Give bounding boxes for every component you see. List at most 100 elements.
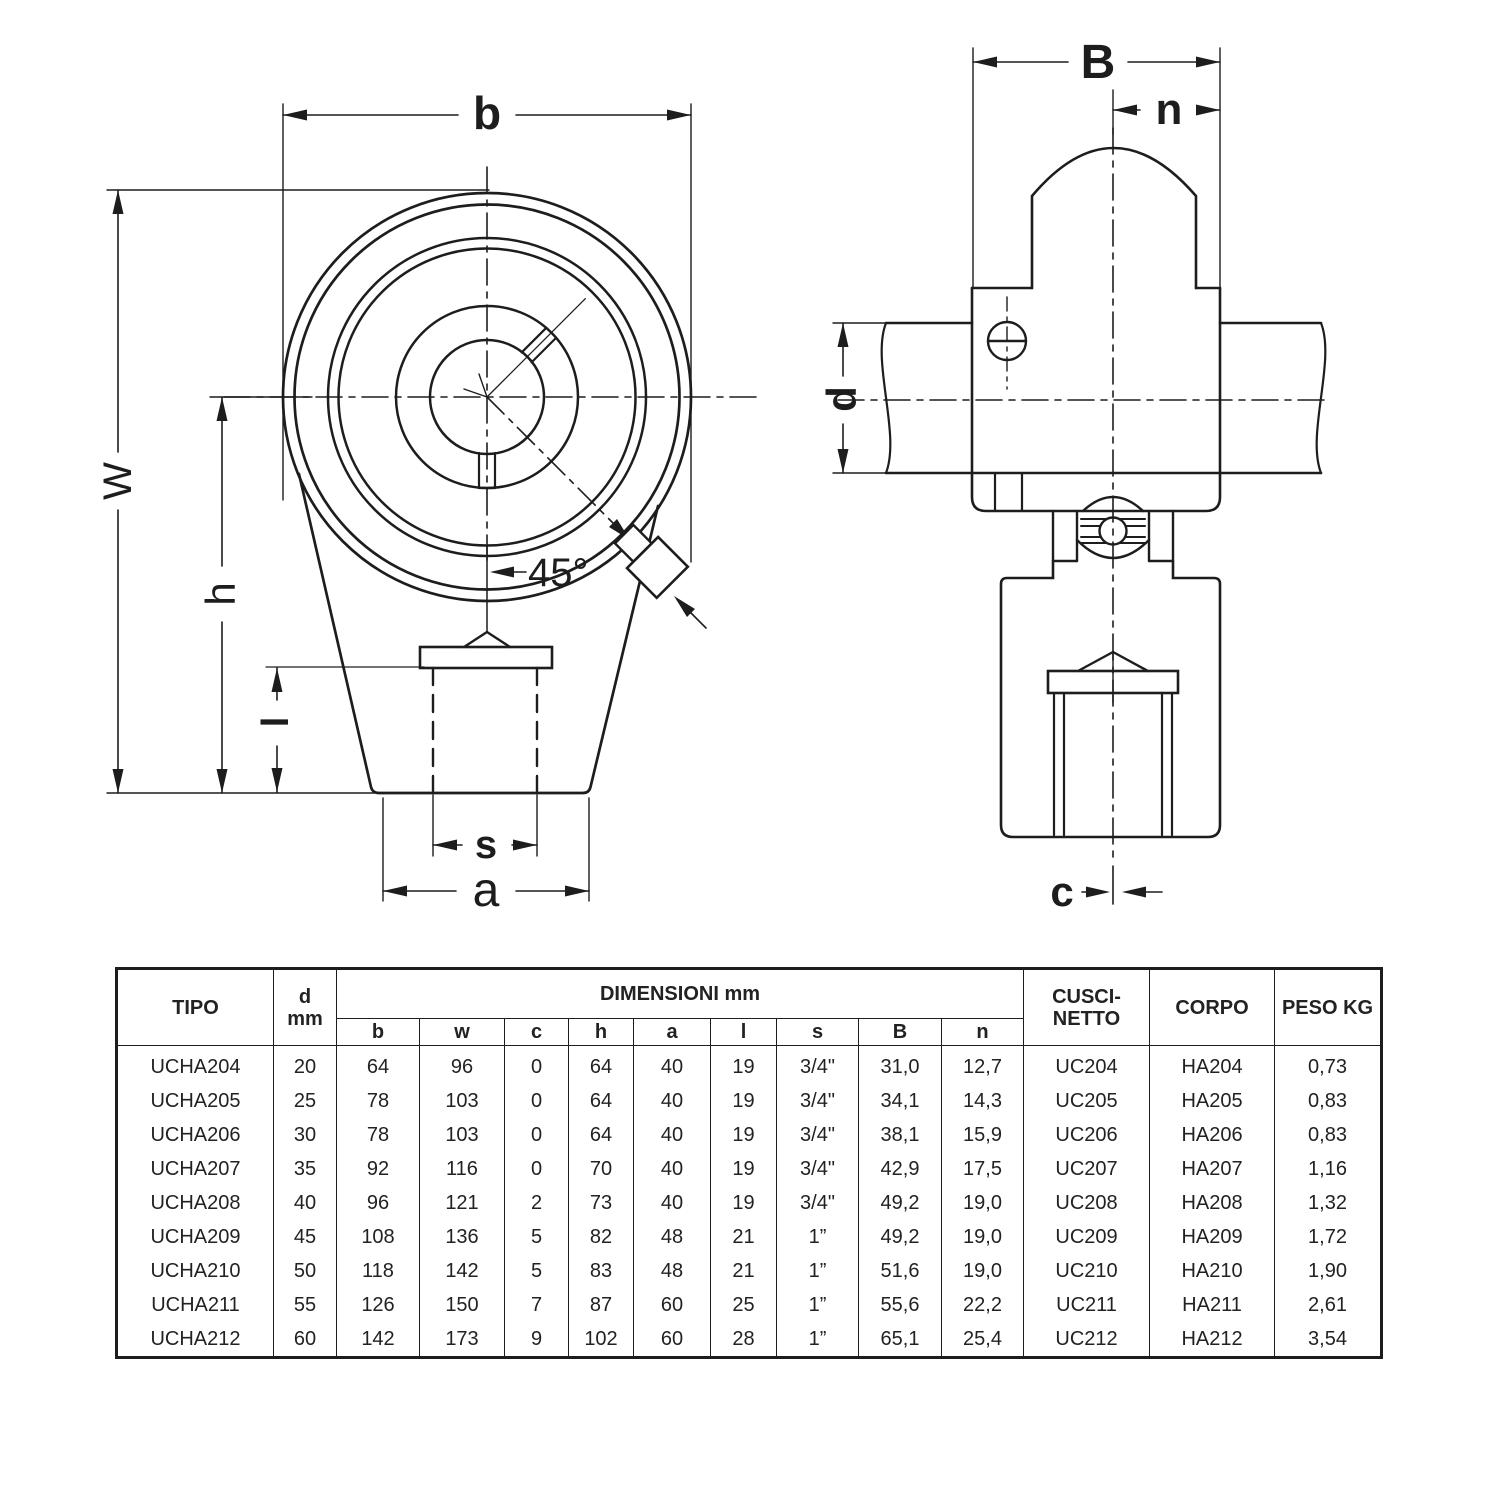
cell-l: 19 [710, 1084, 777, 1118]
header-dim-s: s [776, 1018, 859, 1046]
dimension-l: l [255, 666, 425, 793]
header-dim-n: n [940, 1018, 1025, 1046]
cell-B: 38,1 [858, 1118, 942, 1152]
header-dim-w: w [419, 1018, 505, 1046]
cell-l: 28 [710, 1322, 777, 1358]
header-dim-h: h [568, 1018, 634, 1046]
header-cuscinetto: CUSCI- NETTO [1023, 968, 1151, 1046]
header-peso: PESO KG [1274, 968, 1383, 1046]
cell-B: 42,9 [858, 1152, 942, 1186]
cell-c: 9 [504, 1322, 569, 1358]
drill-cone [462, 630, 512, 649]
shaft [880, 321, 1327, 475]
set-screw-slot [486, 298, 586, 398]
cell-tipo: UCHA207 [116, 1152, 274, 1186]
cell-s: 3/4" [776, 1084, 859, 1118]
cell-b: 78 [336, 1084, 420, 1118]
dimension-W: W [96, 189, 490, 794]
cell-w: 103 [419, 1118, 505, 1152]
cell-n: 19,0 [940, 1220, 1025, 1254]
cell-d: 25 [273, 1084, 337, 1118]
header-tipo: TIPO [116, 968, 274, 1046]
cell-h: 64 [568, 1118, 634, 1152]
side-view-centerlines [837, 127, 1329, 861]
hanger-body-outline [297, 472, 660, 795]
cell-peso: 3,54 [1274, 1322, 1383, 1358]
cell-b: 64 [336, 1045, 420, 1084]
cell-B: 55,6 [858, 1288, 942, 1322]
set-screw [986, 296, 1028, 512]
cell-c: 0 [504, 1084, 569, 1118]
dimension-c-label: c [1050, 868, 1073, 915]
cell-s: 3/4" [776, 1152, 859, 1186]
inner-ring-sleeve [1030, 146, 1198, 290]
cell-n: 12,7 [940, 1045, 1025, 1084]
dimension-b-label: b [473, 87, 501, 139]
dimension-W-label: W [96, 462, 140, 500]
locking-collar [970, 286, 1222, 513]
cell-s: 1” [776, 1322, 859, 1358]
cell-h: 64 [568, 1045, 634, 1084]
angle-vertex-mark [463, 373, 488, 398]
cell-B: 49,2 [858, 1186, 942, 1220]
cell-cuscinetto: UC207 [1023, 1152, 1151, 1186]
cell-peso: 1,32 [1274, 1186, 1383, 1220]
dimension-d: d [818, 322, 893, 474]
cell-B: 34,1 [858, 1084, 942, 1118]
dimension-a-label: a [473, 864, 500, 917]
cell-c: 5 [504, 1254, 569, 1288]
cell-d: 20 [273, 1045, 337, 1084]
cell-tipo: UCHA210 [116, 1254, 274, 1288]
cell-corpo: HA210 [1149, 1254, 1276, 1288]
cell-b: 118 [336, 1254, 420, 1288]
cell-cuscinetto: UC211 [1023, 1288, 1151, 1322]
cell-corpo: HA204 [1149, 1045, 1276, 1084]
cell-corpo: HA212 [1149, 1322, 1276, 1358]
cell-s: 3/4" [776, 1118, 859, 1152]
cell-c: 7 [504, 1288, 569, 1322]
cell-l: 19 [710, 1118, 777, 1152]
table-row: UCHA204 20 64 96 0 64 40 19 3/4" 31,0 12… [116, 1045, 1383, 1084]
cell-c: 2 [504, 1186, 569, 1220]
side-housing-body [999, 559, 1222, 839]
side-drill-cone [1076, 650, 1150, 673]
cell-w: 121 [419, 1186, 505, 1220]
angle-callout: 45° [490, 551, 589, 595]
cell-peso: 1,72 [1274, 1220, 1383, 1254]
cell-c: 0 [504, 1045, 569, 1084]
cell-b: 78 [336, 1118, 420, 1152]
cell-b: 108 [336, 1220, 420, 1254]
cell-c: 5 [504, 1220, 569, 1254]
dimension-h-label: h [197, 582, 244, 605]
cell-w: 116 [419, 1152, 505, 1186]
cell-a: 40 [633, 1118, 711, 1152]
cell-c: 0 [504, 1152, 569, 1186]
cell-cuscinetto: UC205 [1023, 1084, 1151, 1118]
cell-tipo: UCHA212 [116, 1322, 274, 1358]
cell-w: 136 [419, 1220, 505, 1254]
cell-corpo: HA208 [1149, 1186, 1276, 1220]
dimension-B-label: B [1081, 36, 1116, 89]
dimension-s-label: s [475, 823, 497, 867]
cell-B: 31,0 [858, 1045, 942, 1084]
table-row: UCHA211 55 126 150 7 87 60 25 1” 55,6 22… [116, 1288, 1383, 1322]
dimension-h: h [197, 396, 313, 794]
cell-h: 102 [568, 1322, 634, 1358]
cell-w: 173 [419, 1322, 505, 1358]
grease-axis-centerline [486, 396, 631, 541]
cell-s: 3/4" [776, 1186, 859, 1220]
cell-tipo: UCHA206 [116, 1118, 274, 1152]
cell-corpo: HA207 [1149, 1152, 1276, 1186]
cell-l: 19 [710, 1045, 777, 1084]
cell-b: 142 [336, 1322, 420, 1358]
cell-h: 83 [568, 1254, 634, 1288]
header-corpo: CORPO [1149, 968, 1276, 1046]
table-row: UCHA205 25 78 103 0 64 40 19 3/4" 34,1 1… [116, 1084, 1383, 1118]
cell-c: 0 [504, 1118, 569, 1152]
header-d-mm: d mm [273, 968, 337, 1046]
grease-fitting-head [625, 535, 690, 600]
cell-cuscinetto: UC212 [1023, 1322, 1151, 1358]
dimension-s: s [432, 794, 538, 867]
table-row: UCHA207 35 92 116 0 70 40 19 3/4" 42,9 1… [116, 1152, 1383, 1186]
cell-n: 14,3 [940, 1084, 1025, 1118]
